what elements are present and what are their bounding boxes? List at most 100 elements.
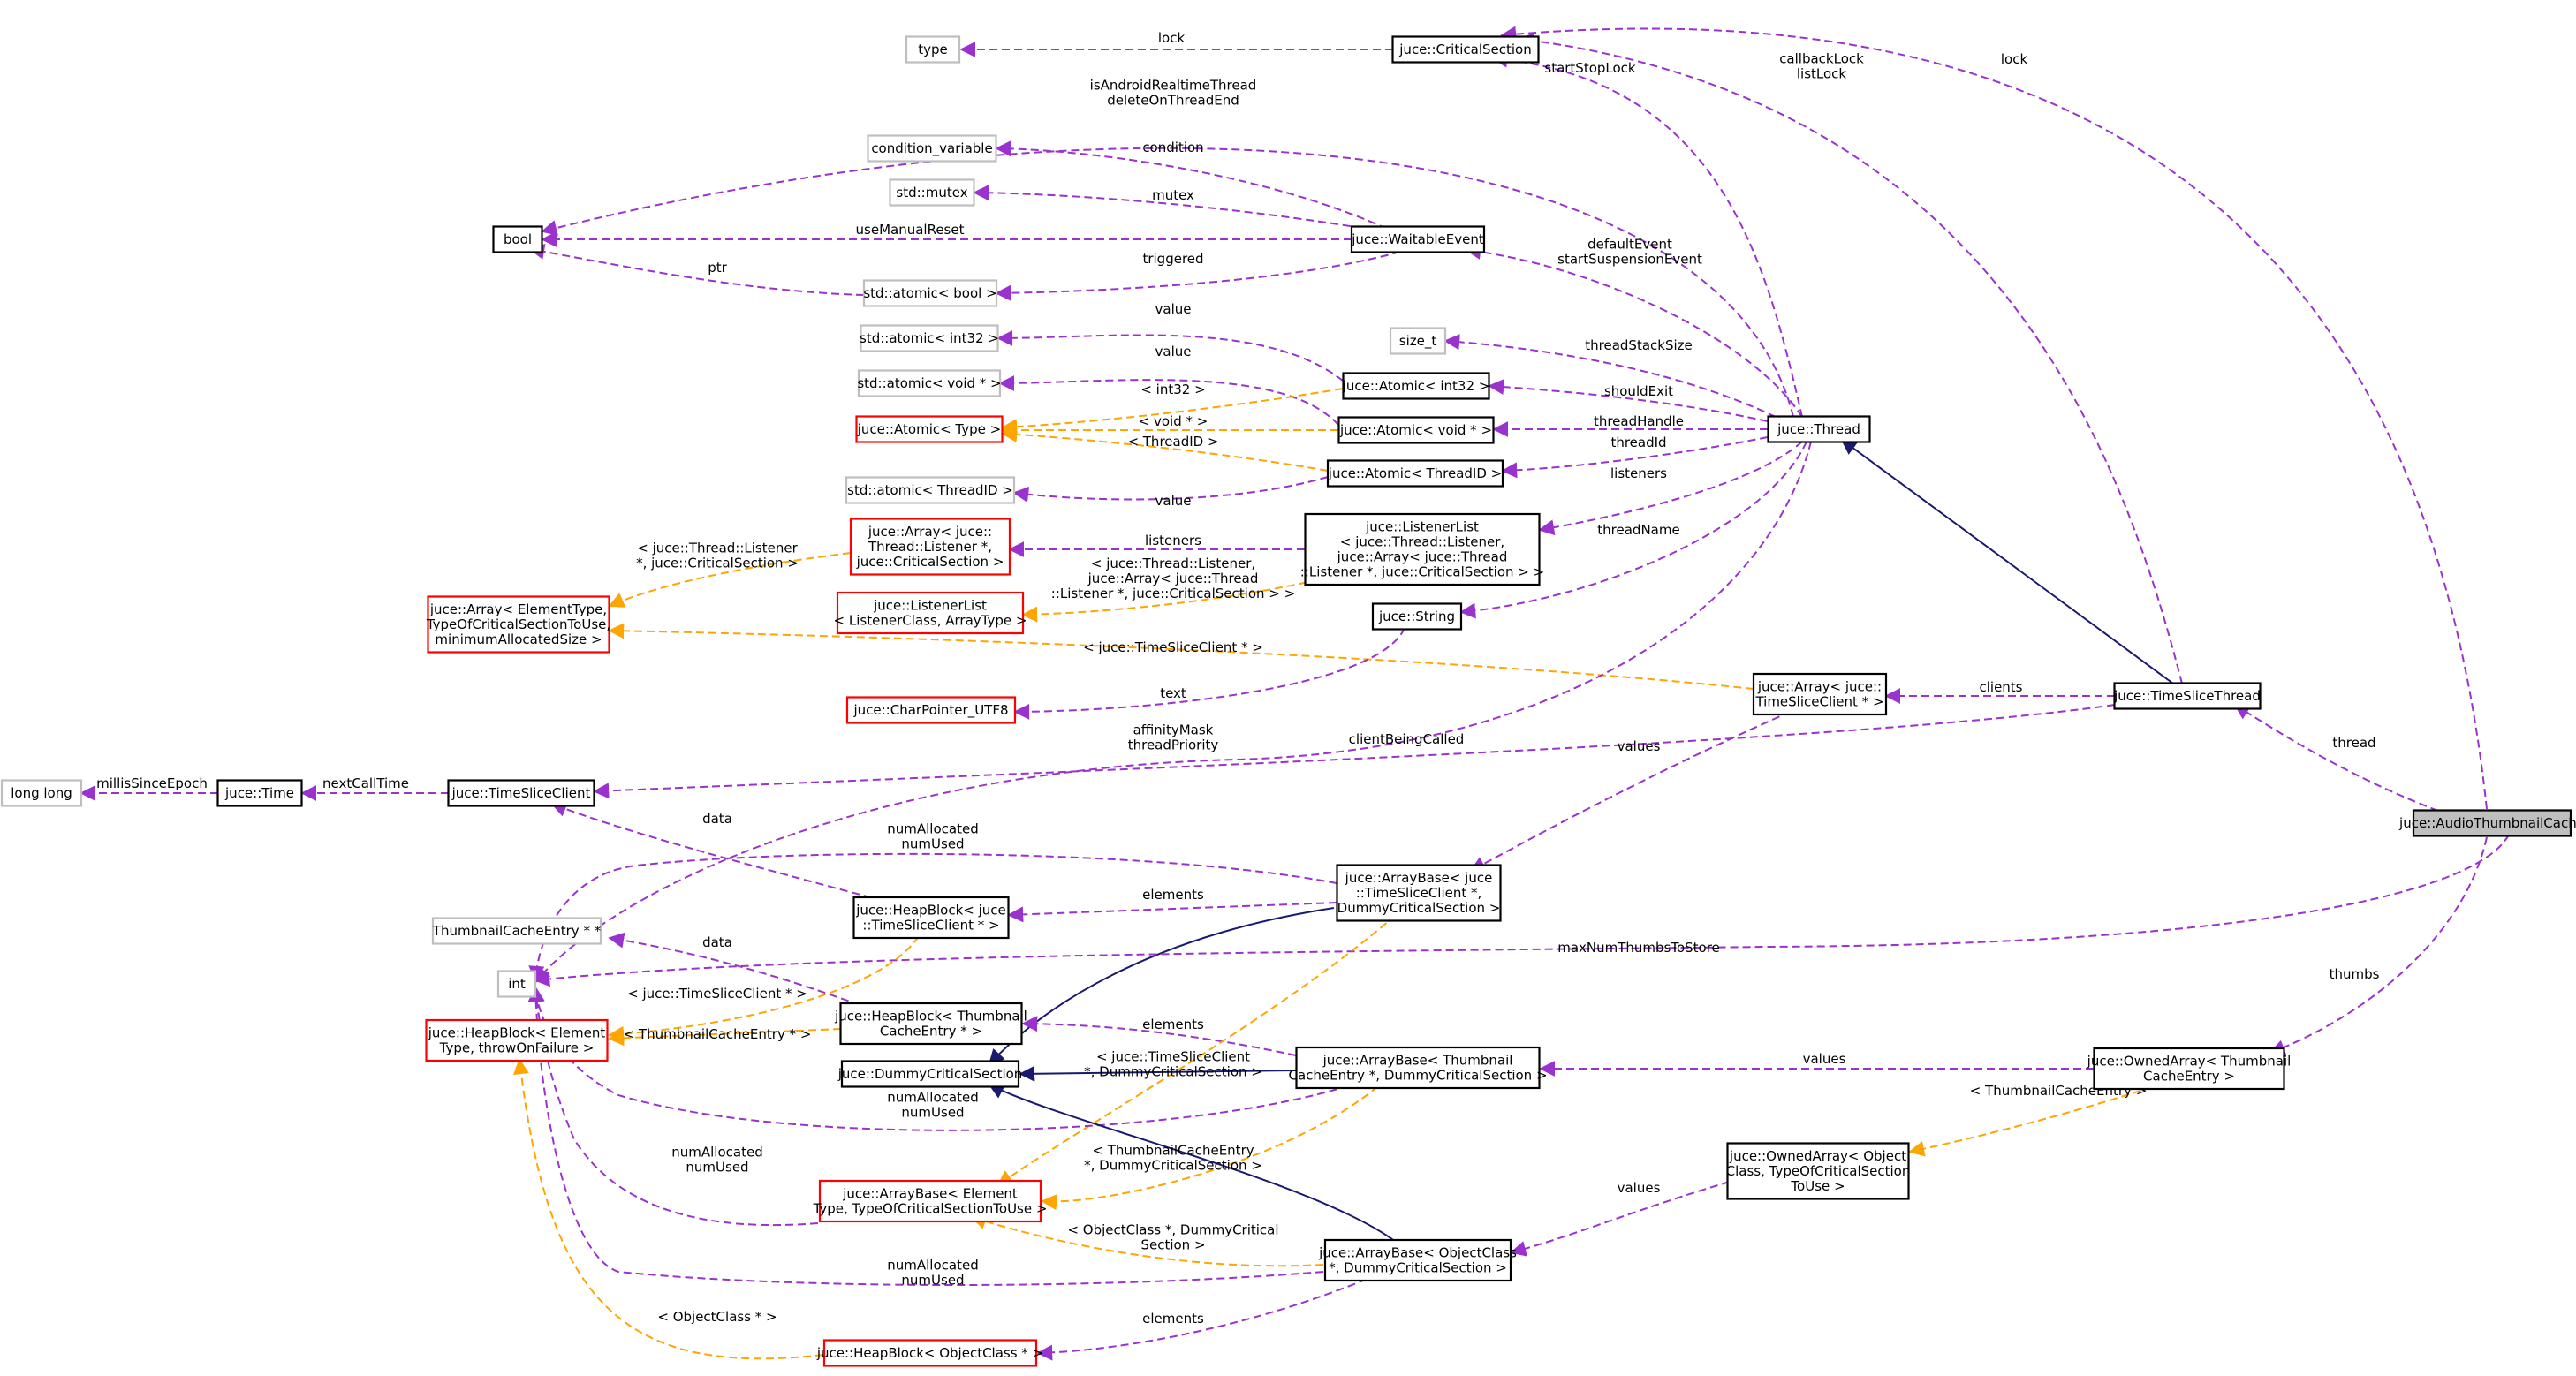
class-node-heapblock-thumb[interactable]: juce::HeapBlock< ThumbnailCacheEntry * > <box>834 1002 1027 1046</box>
heap-timeslice-tmpl-edge <box>608 935 920 1042</box>
node-label: juce::ArrayBase< juce <box>1345 870 1493 886</box>
class-node-dummy-cs[interactable]: juce::DummyCriticalSection <box>837 1060 1023 1088</box>
mutex-edge <box>973 185 1388 233</box>
node-box <box>867 134 997 163</box>
class-node-arraybase-object[interactable]: juce::ArrayBase< ObjectClass*, DummyCrit… <box>1318 1238 1517 1282</box>
edge-label-elements2: elements <box>1142 1017 1204 1032</box>
edge-label-heap-object-tmpl: < ObjectClass * > <box>657 1309 777 1325</box>
edge-path <box>995 251 1401 301</box>
class-node-listener-list-inst[interactable]: juce::ListenerList< juce::Thread::Listen… <box>1300 512 1544 586</box>
num-alloc2-edge <box>528 986 1361 1131</box>
edge-label-line: *, DummyCriticalSection > <box>1084 1158 1262 1174</box>
edge-label-max-num-thumbs: maxNumThumbsToStore <box>1557 940 1720 956</box>
edge-label-thread-name: threadName <box>1597 522 1679 538</box>
edge-path <box>608 552 852 608</box>
node-box <box>1726 1142 1910 1200</box>
edge-label-line: value <box>1155 344 1192 359</box>
class-node-juce-string[interactable]: juce::String <box>1371 602 1463 631</box>
class-node-atomic-voidptr: std::atomic< void * > <box>857 369 1002 397</box>
class-node-arraybase-timeslice[interactable]: juce::ArrayBase< juce::TimeSliceClient *… <box>1336 864 1502 922</box>
edge-label-line: numUsed <box>901 1105 964 1121</box>
node-label: Thread::Listener *, <box>868 539 992 555</box>
class-node-array-generic[interactable]: juce::Array< ElementType,TypeOfCriticalS… <box>426 595 610 654</box>
edge-label-line: threadHandle <box>1594 413 1684 429</box>
class-node-audio-thumbnail-cache[interactable]: juce::AudioThumbnailCache <box>2398 809 2576 837</box>
node-label: Type, throwOnFailure > <box>439 1040 595 1056</box>
class-node-heapblock-timeslice[interactable]: juce::HeapBlock< juce::TimeSliceClient *… <box>852 896 1010 940</box>
should-exit-edge <box>1488 379 1769 422</box>
edge-label-threadid-tmpl: < ThreadID > <box>1127 434 1218 450</box>
thread-id-edge <box>1501 436 1769 479</box>
edge-path <box>608 932 884 1015</box>
edge-label-line: numAllocated <box>887 1090 978 1106</box>
node-box <box>857 369 1002 397</box>
edge-label-use-manual-reset: useManualReset <box>856 222 965 238</box>
edge-label-line: numUsed <box>901 1273 964 1289</box>
class-node-heapblock-object[interactable]: juce::HeapBlock< ObjectClass * > <box>816 1339 1043 1367</box>
node-label: < juce::Thread::Listener, <box>1340 534 1504 550</box>
edge-label-listener-list-tmpl: < juce::Thread::Listener,juce::Array< ju… <box>1051 556 1295 601</box>
node-label: TimeSliceClient * > <box>1754 694 1883 710</box>
edge-label-line: data <box>702 934 732 950</box>
data2-edge <box>608 932 884 1015</box>
edge-label-lock2: lock <box>2001 51 2028 67</box>
node-box <box>860 324 999 352</box>
edge-path <box>995 140 1388 230</box>
class-node-juce-atomic-type[interactable]: juce::Atomic< Type > <box>855 415 1004 443</box>
edge-path <box>1488 379 1769 422</box>
edge-label-data1: data <box>702 811 732 827</box>
elements3-edge <box>1036 1274 1379 1361</box>
node-label: DummyCriticalSection > <box>1337 900 1501 916</box>
thumb-cache-entry-tmpl-edge <box>1908 1082 2165 1157</box>
node-box <box>1295 1046 1541 1090</box>
edge-path <box>1019 1065 1297 1082</box>
class-node-timeslice-thread[interactable]: juce::TimeSliceThread <box>2113 682 2262 710</box>
class-node-bool[interactable]: bool <box>492 225 543 253</box>
edge-label-line: lock <box>1158 30 1186 46</box>
edge-path <box>550 801 884 902</box>
edge-label-line: *, DummyCriticalSection > <box>1084 1064 1262 1080</box>
edge-path <box>1007 902 1337 923</box>
class-node-heapblock-generic[interactable]: juce::HeapBlock< ElementType, throwOnFai… <box>425 1018 609 1062</box>
data1-edge <box>550 801 884 902</box>
class-node-juce-atomic-voidptr[interactable]: juce::Atomic< void * > <box>1337 416 1495 444</box>
edge-path <box>527 986 1324 1286</box>
node-label: juce::CriticalSection > <box>856 554 1004 570</box>
class-node-waitable-event[interactable]: juce::WaitableEvent <box>1350 225 1486 253</box>
elements1-edge <box>1007 902 1337 923</box>
class-node-thread[interactable]: juce::Thread <box>1767 415 1871 443</box>
class-node-array-timeslice[interactable]: juce::Array< juce::TimeSliceClient * > <box>1752 672 1888 716</box>
class-node-charpointer[interactable]: juce::CharPointer_UTF8 <box>845 696 1017 724</box>
edge-path <box>1501 436 1769 479</box>
edge-label-listener-tmpl: < juce::Thread::Listener*, juce::Critica… <box>636 541 799 571</box>
class-node-critical-section[interactable]: juce::CriticalSection <box>1391 35 1540 64</box>
node-label: juce::ArrayBase< Element <box>842 1186 1018 1202</box>
node-label: juce::ListenerList <box>873 598 987 614</box>
edge-label-line: numAllocated <box>671 1145 762 1161</box>
edge-path <box>1518 33 2183 684</box>
class-node-juce-time[interactable]: juce::Time <box>216 779 303 807</box>
node-box <box>1389 327 1447 355</box>
edge-label-line: < ThreadID > <box>1127 434 1218 450</box>
class-node-array-listener[interactable]: juce::Array< juce::Thread::Listener *,ju… <box>849 518 1011 576</box>
class-node-owned-array-thumb[interactable]: juce::OwnedArray< ThumbnailCacheEntry > <box>2087 1047 2292 1091</box>
edge-label-line: numAllocated <box>887 1258 978 1274</box>
edge-label-line: threadStackSize <box>1585 337 1693 353</box>
class-node-owned-array-generic[interactable]: juce::OwnedArray< ObjectClass, TypeOfCri… <box>1726 1142 1911 1200</box>
edge-path <box>2233 704 2439 812</box>
class-node-juce-atomic-int32[interactable]: juce::Atomic< int32 > <box>1342 372 1490 400</box>
node-label: juce::TimeSliceClient <box>451 785 591 801</box>
class-node-timeslice-client[interactable]: juce::TimeSliceClient <box>447 779 595 807</box>
node-label: ::TimeSliceClient *, <box>1356 885 1482 901</box>
class-node-listener-list-generic[interactable]: juce::ListenerList< ListenerClass, Array… <box>834 591 1027 635</box>
class-node-arraybase-generic[interactable]: juce::ArrayBase< ElementType, TypeOfCrit… <box>813 1179 1048 1223</box>
edge-label-line: *, juce::CriticalSection > <box>636 556 799 571</box>
class-node-arraybase-thumb[interactable]: juce::ArrayBase< ThumbnailCacheEntry *, … <box>1288 1046 1548 1090</box>
callback-list-lock-edge <box>1518 33 2183 684</box>
int32-tmpl-edge <box>1001 388 1344 435</box>
node-label: int <box>508 976 526 992</box>
class-node-juce-atomic-threadid[interactable]: juce::Atomic< ThreadID > <box>1326 459 1504 488</box>
